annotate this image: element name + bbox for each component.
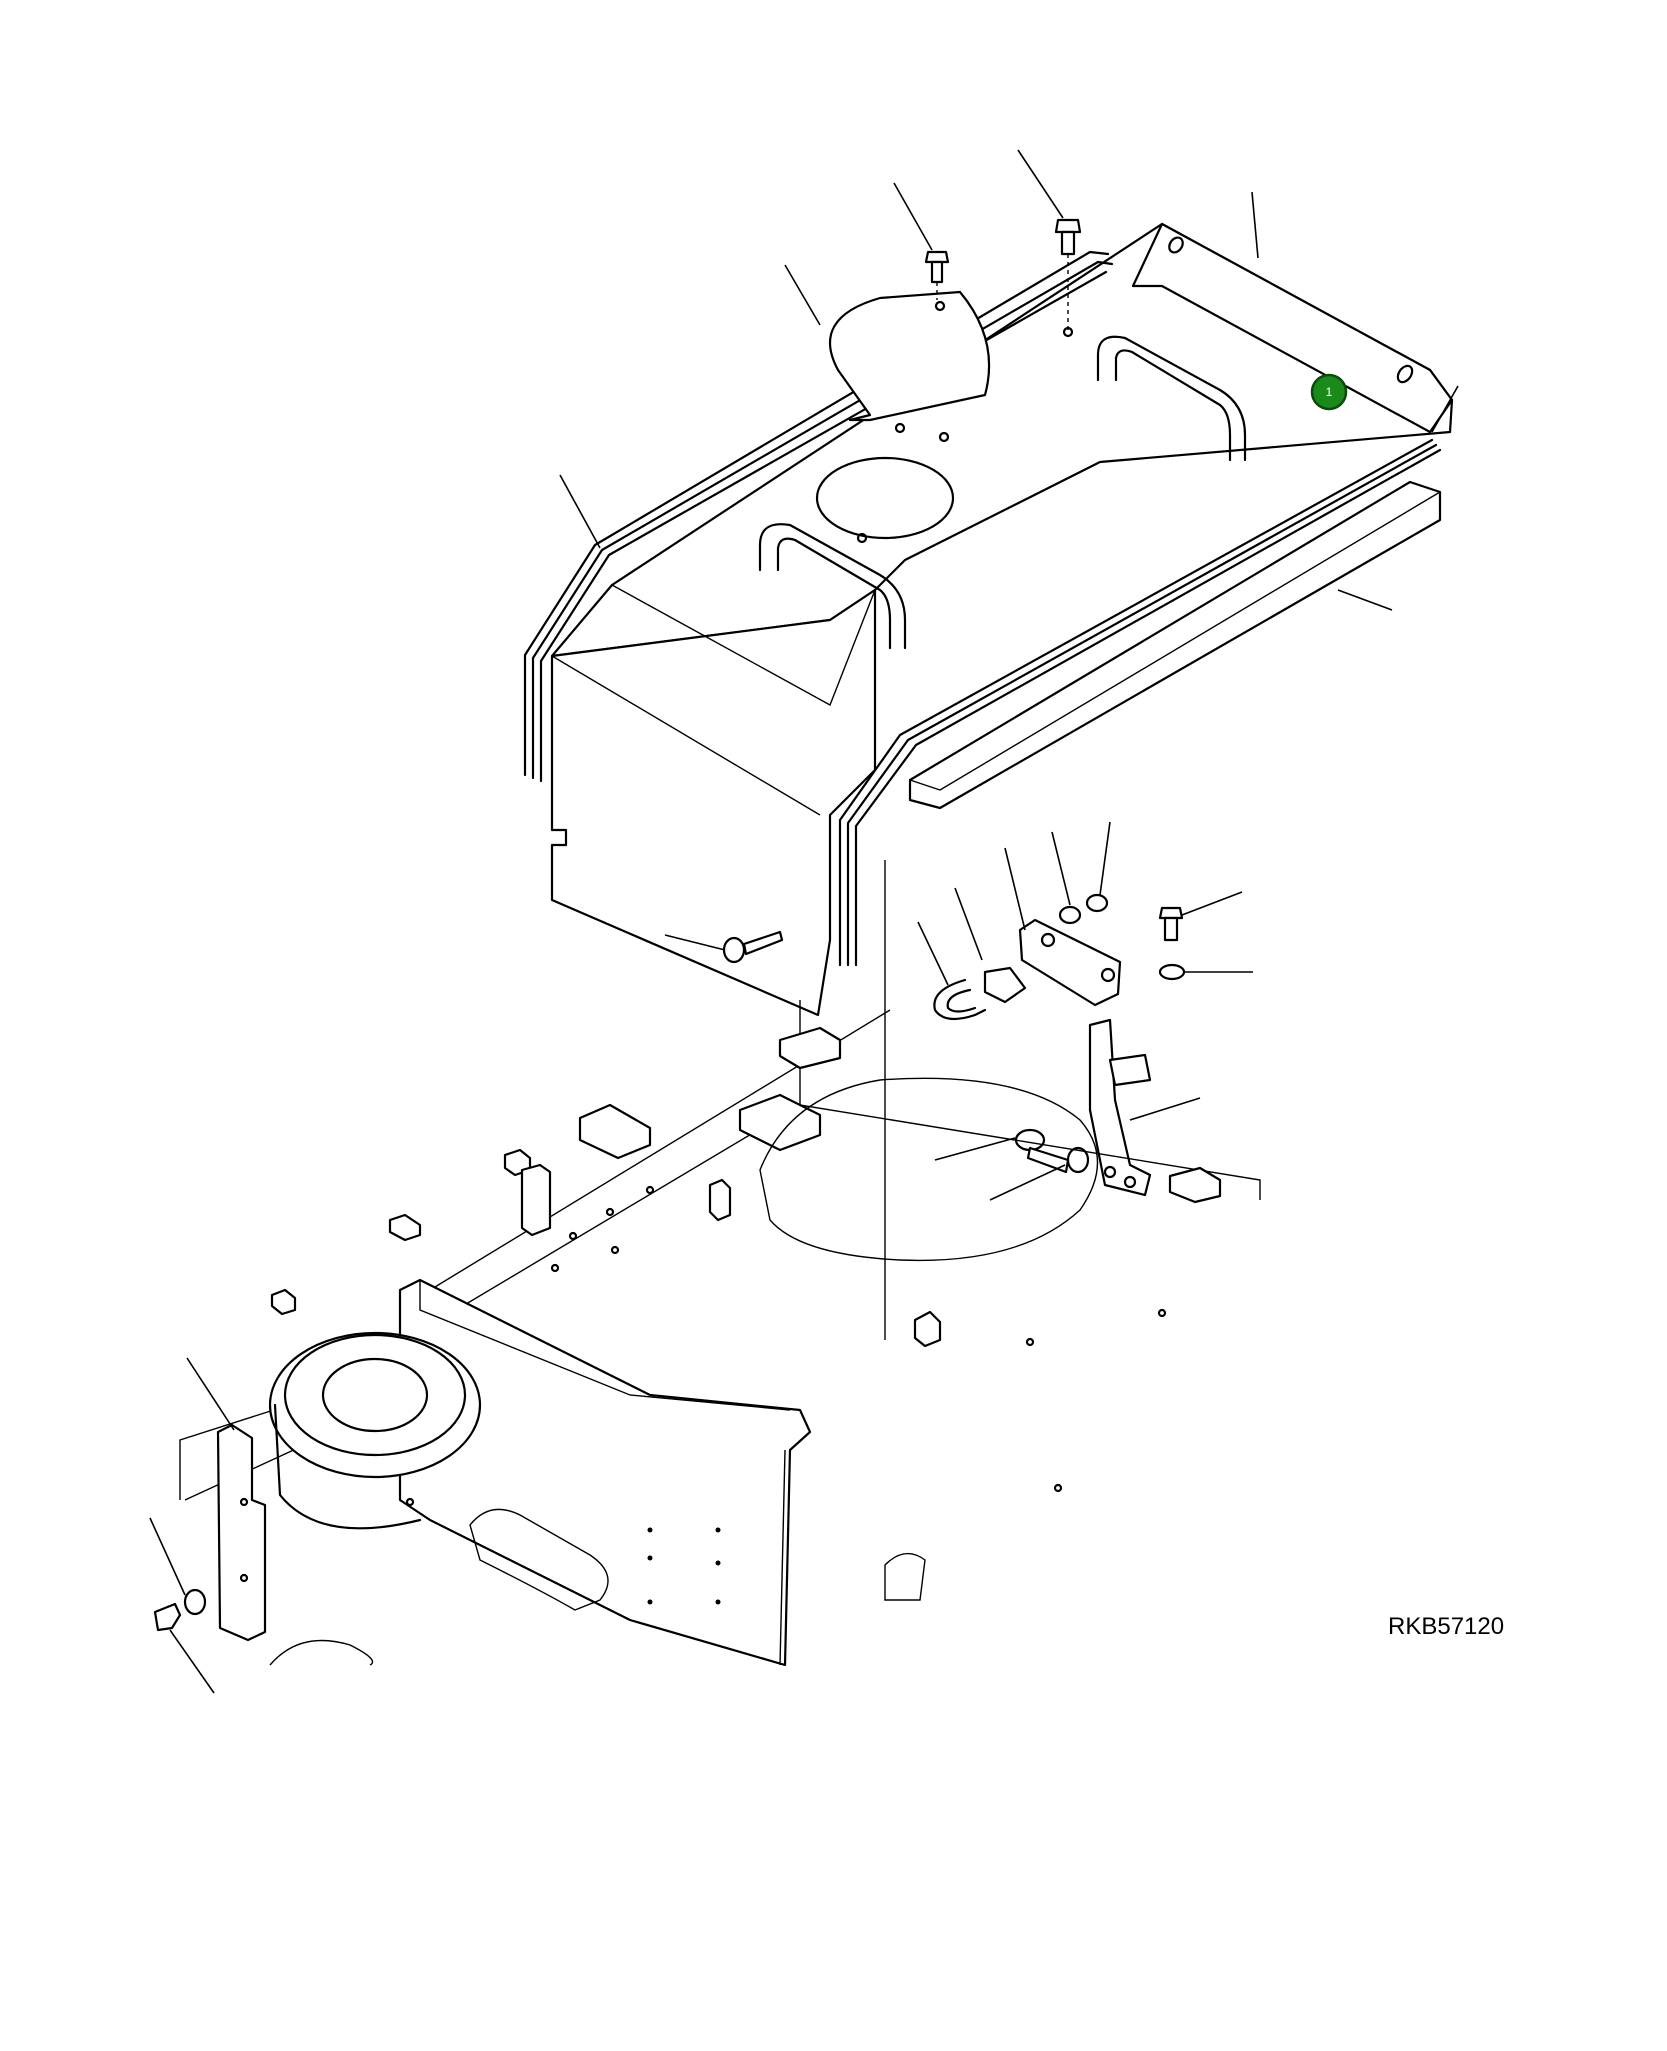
cover-handle-right	[1096, 335, 1247, 462]
callout-1[interactable]: 1	[1310, 373, 1348, 411]
callout-number: 1	[1326, 385, 1333, 399]
leader-lines	[149, 149, 1459, 1694]
machine-frame	[179, 860, 1261, 1667]
cover-right-flange	[1131, 222, 1454, 434]
swing-boss	[268, 1331, 482, 1479]
top-bolts	[924, 218, 1082, 330]
main-beam	[398, 1278, 812, 1667]
callout-marker[interactable]	[1310, 373, 1348, 411]
cover-front-face	[550, 588, 877, 1017]
bracket-parts	[722, 893, 1186, 1197]
drawing-code: RKB57120	[1388, 1613, 1505, 1640]
cover-handle-left	[758, 523, 907, 650]
left-side-plate	[153, 1423, 267, 1642]
cover-round-opening	[815, 456, 955, 540]
rubber-strip	[908, 480, 1442, 810]
inspection-plate	[828, 290, 991, 422]
cover-assembly	[523, 222, 1454, 1017]
